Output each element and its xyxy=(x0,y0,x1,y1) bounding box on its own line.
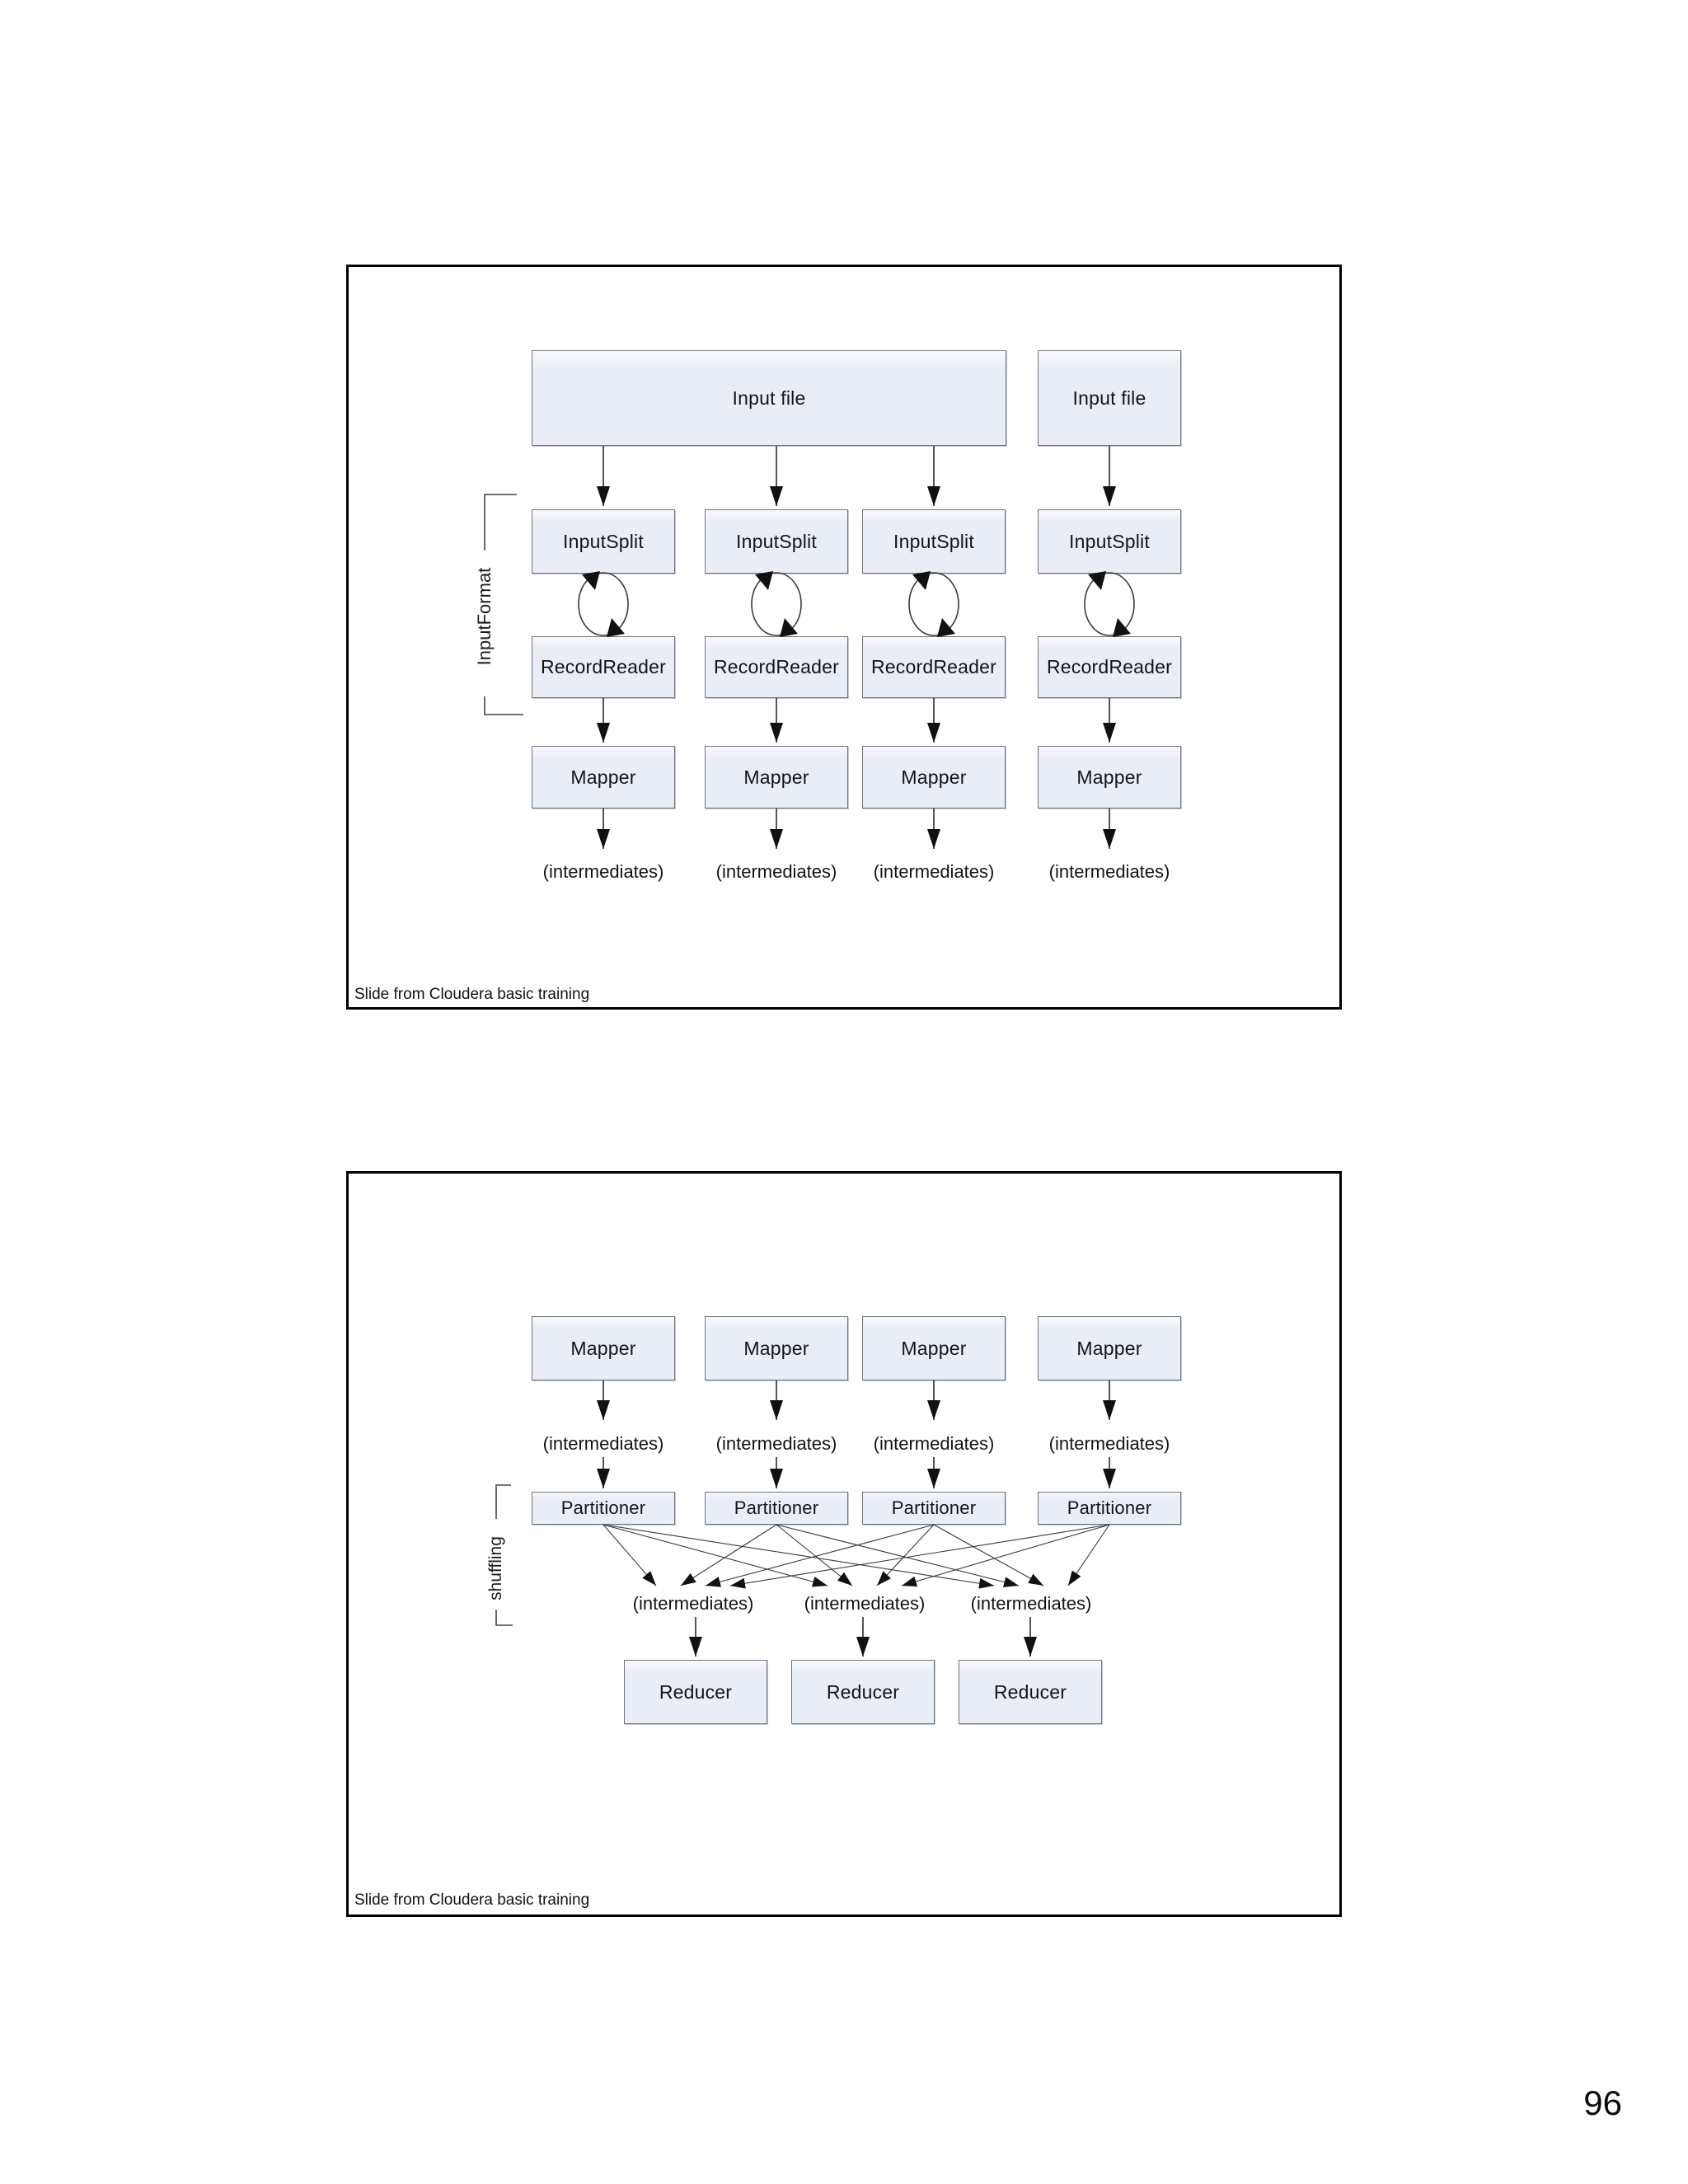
intermediates-label: (intermediates) xyxy=(970,1593,1092,1614)
intermediates-label: (intermediates) xyxy=(542,861,664,882)
intermediates-label: (intermediates) xyxy=(715,1433,837,1454)
partitioner-box: Partitioner xyxy=(705,1492,848,1525)
mapper-box: Mapper xyxy=(1038,746,1181,808)
input-split-box: InputSplit xyxy=(532,509,675,574)
intermediates-label: (intermediates) xyxy=(804,1593,926,1614)
page-number: 96 xyxy=(1583,2083,1622,2122)
reducer-box: Reducer xyxy=(791,1660,935,1724)
input-file-box-small: Input file xyxy=(1038,350,1181,446)
record-reader-box: RecordReader xyxy=(532,636,675,698)
intermediates-label: (intermediates) xyxy=(873,861,995,882)
record-reader-box: RecordReader xyxy=(1038,636,1181,698)
partitioner-box: Partitioner xyxy=(862,1492,1006,1525)
mapper-box: Mapper xyxy=(705,746,848,808)
record-reader-box: RecordReader xyxy=(705,636,848,698)
intermediates-label: (intermediates) xyxy=(715,861,837,882)
slide-frame-2 xyxy=(346,1171,1342,1917)
input-split-box: InputSplit xyxy=(705,509,848,574)
mapper-box: Mapper xyxy=(862,746,1006,808)
intermediates-label: (intermediates) xyxy=(873,1433,995,1454)
input-split-box: InputSplit xyxy=(1038,509,1181,574)
mapper-box: Mapper xyxy=(705,1316,848,1380)
mapper-box: Mapper xyxy=(532,746,675,808)
slide-footer: Slide from Cloudera basic training xyxy=(354,986,590,1003)
reducer-box: Reducer xyxy=(624,1660,767,1724)
input-format-bracket-label: InputFormat xyxy=(474,567,495,666)
reducer-box: Reducer xyxy=(959,1660,1102,1724)
mapper-box: Mapper xyxy=(862,1316,1006,1380)
intermediates-label: (intermediates) xyxy=(1048,1433,1170,1454)
intermediates-label: (intermediates) xyxy=(542,1433,664,1454)
mapper-box: Mapper xyxy=(1038,1316,1181,1380)
input-file-box-large: Input file xyxy=(532,350,1006,446)
partitioner-box: Partitioner xyxy=(1038,1492,1181,1525)
input-split-box: InputSplit xyxy=(862,509,1006,574)
intermediates-label: (intermediates) xyxy=(1048,861,1170,882)
shuffling-bracket-label: shuffling xyxy=(486,1536,505,1601)
partitioner-box: Partitioner xyxy=(532,1492,675,1525)
record-reader-box: RecordReader xyxy=(862,636,1006,698)
slide-frame-1 xyxy=(346,265,1342,1010)
intermediates-label: (intermediates) xyxy=(632,1593,754,1614)
mapper-box: Mapper xyxy=(532,1316,675,1380)
slide-footer: Slide from Cloudera basic training xyxy=(354,1891,590,1909)
